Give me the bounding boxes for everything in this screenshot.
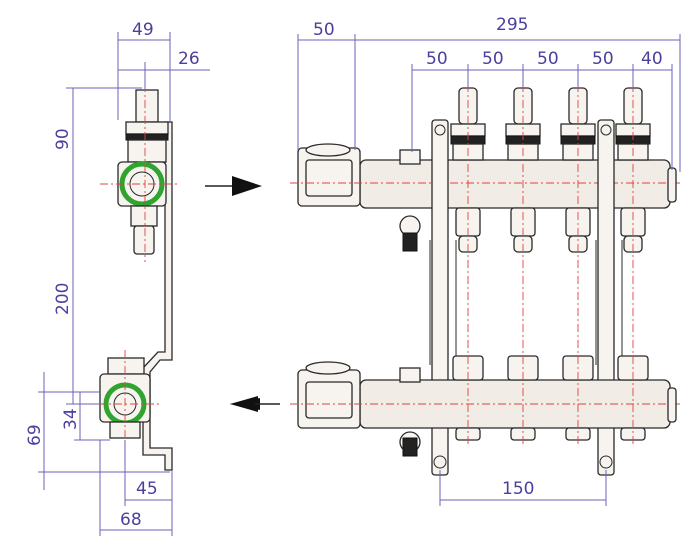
side-supply-bar (117, 161, 167, 207)
arrow-left-icon (230, 396, 280, 412)
front-supply-valve-handle (305, 143, 351, 157)
side-valve-stem (135, 89, 159, 123)
front-bracket-left-hole (433, 455, 447, 469)
dim-front-end-40: 40 (641, 49, 663, 69)
side-outlet-tail (133, 225, 155, 255)
side-valve-body (127, 139, 167, 163)
front-return-vent (399, 367, 421, 383)
front-bracket-right-hole (599, 455, 613, 469)
front-supply-drain-valve (402, 232, 418, 252)
dim-front-pitch-4: 50 (592, 49, 614, 69)
side-valve-collar (125, 133, 169, 141)
front-supply-vent (399, 149, 421, 165)
side-dimensions: 49 26 90 200 34 69 45 68 (25, 20, 210, 536)
side-view (82, 84, 178, 471)
front-supply-end-cap (667, 167, 677, 203)
dim-front-pitch-1: 50 (426, 49, 448, 69)
dim-side-69: 69 (25, 424, 45, 446)
side-valve-nut (125, 121, 169, 135)
dim-front-50-inlet: 50 (313, 20, 335, 40)
front-return-drain-valve (402, 437, 418, 457)
dim-front-pitch-2: 50 (482, 49, 504, 69)
front-return-valve-handle (305, 361, 351, 375)
dim-side-26: 26 (178, 49, 200, 69)
dim-side-49: 49 (132, 20, 154, 40)
front-supply-valve-union (305, 159, 353, 197)
dim-side-45: 45 (136, 479, 158, 499)
front-supply-bar (359, 159, 671, 209)
dim-front-295: 295 (496, 15, 528, 35)
dim-side-90: 90 (53, 128, 73, 150)
front-outlet-centerlines (467, 84, 634, 445)
dim-side-34: 34 (61, 408, 81, 430)
arrow-right-icon (205, 176, 262, 196)
dim-side-200: 200 (53, 283, 73, 315)
front-return-end-cap (667, 387, 677, 423)
front-view (290, 84, 680, 476)
dim-side-68: 68 (120, 510, 142, 530)
dim-front-150: 150 (502, 479, 534, 499)
side-outlet-upper (130, 205, 158, 227)
front-return-valve-union (305, 381, 353, 419)
front-dimensions: 50 295 50 50 50 50 40 150 (297, 15, 681, 506)
dim-front-pitch-3: 50 (537, 49, 559, 69)
side-return-cap (107, 357, 145, 375)
